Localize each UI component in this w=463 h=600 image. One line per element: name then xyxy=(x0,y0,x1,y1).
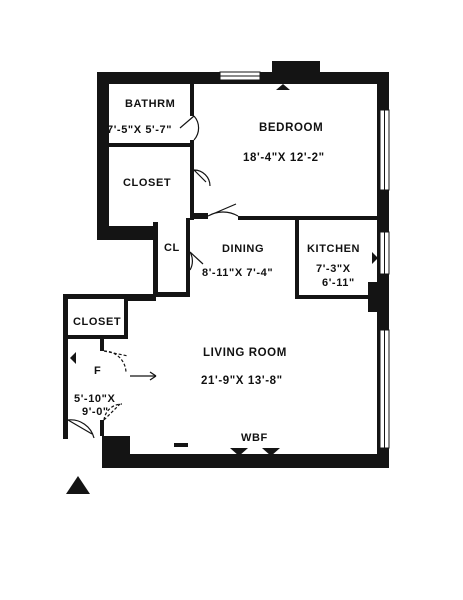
north-arrow-icon xyxy=(66,476,90,494)
bathroom-dims: 7'-5"X 5'-7" xyxy=(107,124,172,136)
foyer-wall-upper xyxy=(100,339,104,351)
door-swing-icon xyxy=(103,350,129,374)
bedroom-label: BEDROOM xyxy=(259,122,323,134)
left-wall-upper xyxy=(97,72,109,240)
outer-walls xyxy=(63,61,389,468)
radiator-icon xyxy=(70,352,76,364)
windows xyxy=(219,71,390,449)
doors xyxy=(67,115,239,439)
foyer-dims-line1: 5'-10"X xyxy=(74,393,115,405)
door-swing-icon xyxy=(193,169,211,187)
dining-label: DINING xyxy=(222,243,264,255)
kitchen-label: KITCHEN xyxy=(307,243,360,255)
foyer-left-wall xyxy=(63,294,68,439)
interior-walls xyxy=(68,84,380,436)
foyer-top-wall xyxy=(63,294,153,299)
closet-upper-label: CLOSET xyxy=(123,177,171,189)
dining-dims: 8'-11"X 7'-4" xyxy=(202,267,273,279)
bottom-wall xyxy=(102,454,389,468)
bedroom-dims: 18'-4"X 12'-2" xyxy=(243,152,325,164)
closet-lower-label: CLOSET xyxy=(73,316,121,328)
foyer-wall-lower xyxy=(100,420,104,436)
bath-bedroom-wall-lower xyxy=(190,140,194,220)
kitchen-dims-line2: 6'-11" xyxy=(322,277,355,289)
radiator-icon xyxy=(372,252,378,264)
door-swing-icon xyxy=(189,251,204,271)
arrow-icon xyxy=(149,371,157,381)
lower-closet-bottom-wall xyxy=(68,335,128,339)
cl-label: CL xyxy=(164,242,180,254)
living-room-dims: 21'-9"X 13'-8" xyxy=(201,375,283,387)
foyer-bottom-post xyxy=(102,436,130,468)
living-room-label: LIVING ROOM xyxy=(203,347,287,359)
fixtures xyxy=(70,84,378,456)
cl-bottom-wall xyxy=(153,292,190,297)
bedroom-bottom-wall-right xyxy=(238,216,379,220)
bath-bedroom-wall xyxy=(190,84,194,116)
door-swing-icon xyxy=(179,115,200,141)
bath-closet-wall xyxy=(109,143,190,147)
upper-left-bottom-wall xyxy=(97,226,157,240)
chimney-block xyxy=(272,61,320,77)
lower-closet-right-wall xyxy=(124,299,128,339)
closet-right-wall xyxy=(190,150,194,170)
kitchen-dims-line1: 7'-3"X xyxy=(316,263,351,275)
light-fixture-icon xyxy=(276,84,290,90)
cl-left-wall xyxy=(153,222,158,297)
kitchen-corner xyxy=(368,282,380,312)
radiator-icon xyxy=(230,448,248,456)
radiator-icon xyxy=(262,448,280,456)
door-swing-icon xyxy=(67,419,95,439)
kitchen-bottom-wall xyxy=(295,295,375,299)
dining-kitchen-wall xyxy=(295,218,299,298)
radiator-icon xyxy=(174,443,188,447)
bathroom-label: BATHRM xyxy=(125,98,175,110)
door-swing-icon xyxy=(207,203,239,217)
living-top-left-stub xyxy=(128,296,156,301)
wbf-label: WBF xyxy=(241,432,268,444)
door-swing-icon xyxy=(103,403,123,421)
foyer-dims-line2: 9'-0" xyxy=(82,406,109,418)
bedroom-bottom-wall-left xyxy=(190,213,208,219)
foyer-label: F xyxy=(94,365,101,377)
cl-dining-wall xyxy=(186,218,190,296)
